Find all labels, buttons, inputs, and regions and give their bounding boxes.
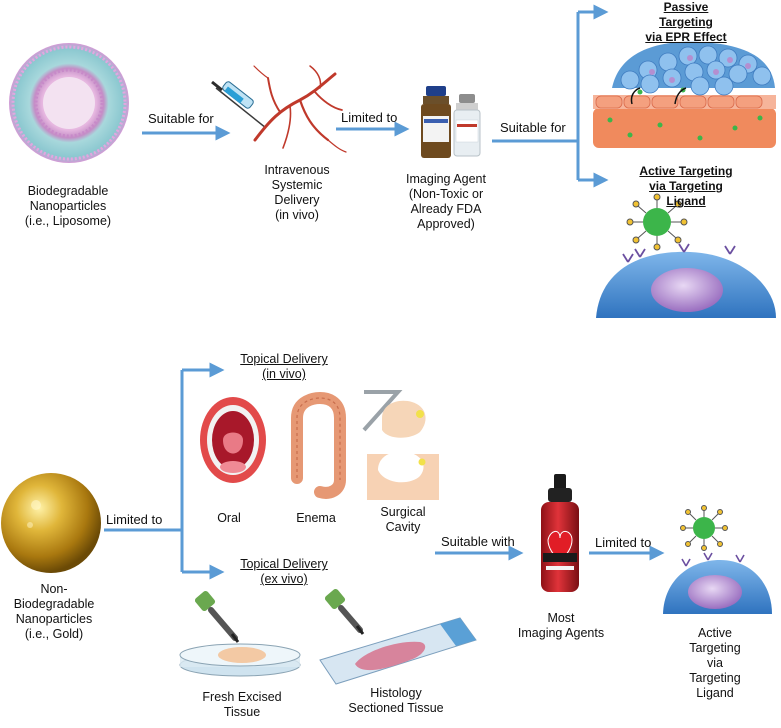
topical-invivo-label: Topical Delivery (in vivo): [240, 352, 328, 381]
arrow-top-branch: [492, 4, 609, 188]
blood-vessels-icon: [253, 65, 347, 153]
top-delivery-label: Intravenous Systemic Delivery (in vivo): [264, 163, 330, 222]
surgical-cavity-label: Surgical Cavity: [380, 505, 426, 534]
top-arrow3-label: Suitable for: [500, 120, 566, 135]
epr-tumor-illustration: [593, 41, 776, 148]
bottom-active-targeting-label: Active Targeting via Targeting Ligand: [689, 626, 741, 700]
ink-bottle-icon: [541, 474, 579, 592]
dropper-slide-icon: [319, 588, 477, 685]
mouth-icon: [200, 397, 266, 483]
colon-icon: [291, 391, 346, 499]
gold-nanoparticle-illustration: [1, 473, 101, 573]
passive-targeting-label: Passive Targeting via EPR Effect: [645, 0, 727, 44]
top-active-targeting-label: Active Targeting via Targeting Ligand: [639, 164, 733, 208]
fresh-tissue-label: Fresh Excised Tissue: [202, 690, 282, 719]
bottom-arrow1-label: Limited to: [106, 512, 163, 527]
most-imaging-agents-label: Most Imaging Agents: [517, 611, 605, 640]
bottom-start-label: Non- Biodegradable Nanoparticles (i.e., …: [13, 582, 95, 641]
arrow-bottom-branch: [104, 362, 225, 580]
bottom-arrow2-label: Suitable with: [441, 534, 515, 549]
topical-exvivo-label: Topical Delivery (ex vivo): [240, 557, 328, 586]
top-arrow2-label: Limited to: [341, 110, 398, 125]
top-arrow1-label: Suitable for: [148, 111, 214, 126]
active-targeting-bottom-illustration: [663, 505, 772, 614]
liposome-illustration: [9, 43, 129, 163]
dropper-petri-icon: [179, 590, 301, 677]
histology-tissue-label: Histology Sectioned Tissue: [348, 686, 444, 715]
top-agent-label: Imaging Agent (Non-Toxic or Already FDA …: [406, 172, 486, 231]
top-start-label: Biodegradable Nanoparticles (i.e., Lipos…: [24, 184, 112, 228]
active-targeting-top-illustration: [596, 193, 776, 318]
enema-label: Enema: [296, 511, 336, 525]
imaging-agent-vials-icon: [421, 86, 481, 158]
colon-outline: [296, 397, 341, 480]
syringe-icon: [211, 80, 267, 129]
surgical-cavity-icon: [362, 390, 439, 500]
oral-label: Oral: [217, 511, 241, 525]
bottom-arrow3-label: Limited to: [595, 535, 652, 550]
